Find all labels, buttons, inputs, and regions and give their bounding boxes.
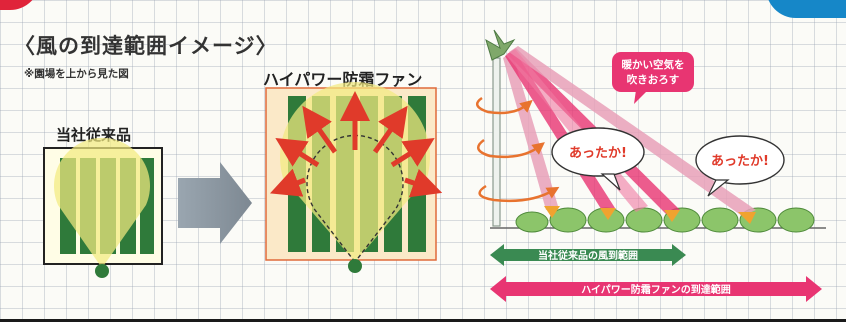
- warm-speech-bubble-1-text: あったか!: [569, 146, 627, 161]
- warm-speech-bubble-2-text: あったか!: [711, 154, 769, 169]
- transition-arrow: [178, 162, 252, 244]
- warm-air-callout: 暖かい空気を 吹きおろす: [612, 52, 694, 104]
- beam-arrowheads: [544, 206, 756, 224]
- corner-decoration-blue: [766, 0, 846, 18]
- figure-note: ※園場を上から見た図: [24, 68, 129, 80]
- crop-bushes: [515, 207, 815, 233]
- corner-decoration-red: [0, 0, 40, 10]
- highpower-fan-label: ハイパワー防霜ファン: [263, 70, 423, 89]
- swirl-arrows: [475, 96, 560, 203]
- range-arrow-highpower: ハイパワー防霜ファンの到達範囲: [490, 276, 822, 302]
- range-arrow-conventional: 当社従来品の風到範囲: [490, 244, 686, 266]
- fan-pole: [485, 29, 516, 227]
- bottom-border: [0, 319, 846, 322]
- figure-title: 〈風の到達範囲イメージ〉: [14, 34, 278, 58]
- warm-air-callout-line1: 暖かい空気を: [622, 58, 685, 71]
- warm-air-callout-line2: 吹きおろす: [627, 73, 680, 86]
- conventional-fan-dot: [95, 264, 109, 278]
- warm-speech-bubble-2: あったか!: [695, 135, 785, 197]
- spread-arrows: [269, 91, 443, 198]
- conventional-field: [43, 137, 163, 278]
- highpower-fan-dot: [348, 259, 362, 273]
- range-arrow-conventional-label: 当社従来品の風到範囲: [538, 249, 638, 262]
- range-arrow-highpower-label: ハイパワー防霜ファンの到達範囲: [581, 283, 731, 296]
- highpower-field: [265, 82, 443, 273]
- conventional-wind-area: [53, 137, 151, 268]
- fan-blades-icon: [485, 29, 516, 61]
- warm-speech-bubble-1: あったか!: [551, 127, 645, 191]
